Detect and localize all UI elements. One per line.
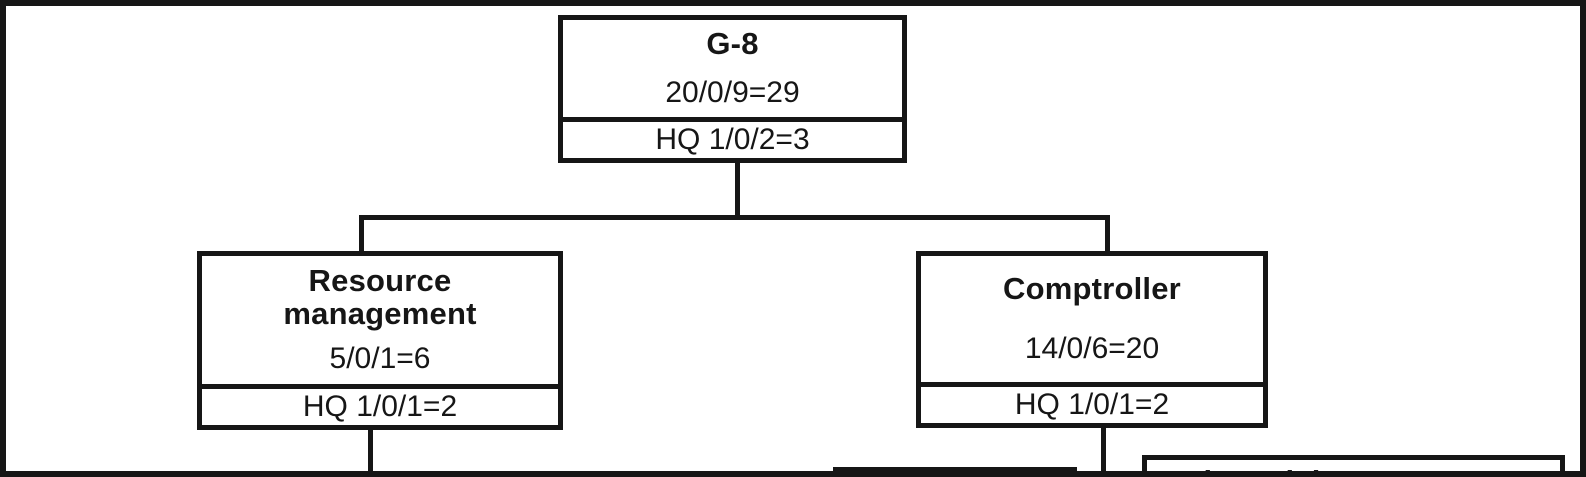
connector-to-resource-management (359, 215, 364, 251)
node-g8: G-8 20/0/9=29 HQ 1/0/2=3 (558, 15, 907, 163)
node-g8-strength: 20/0/9=29 (665, 76, 800, 110)
connector-below-resource-management (368, 428, 373, 477)
node-resource-management-strength: 5/0/1=6 (329, 342, 431, 376)
connector-g8-down (735, 163, 740, 219)
node-g8-hq-row: HQ 1/0/2=3 (563, 117, 902, 158)
connector-below-comptroller (1101, 426, 1106, 477)
node-comptroller-title: Comptroller (1003, 271, 1181, 307)
node-resource-management-body: Resource management 5/0/1=6 (202, 256, 558, 384)
node-comptroller-strength: 14/0/6=20 (1024, 331, 1160, 365)
node-comptroller: Comptroller 14/0/6=20 HQ 1/0/1=2 (916, 251, 1268, 428)
node-resource-management-title: Resource management (283, 262, 477, 331)
node-resource-management: Resource management 5/0/1=6 HQ 1/0/1=2 (197, 251, 563, 430)
node-unlabeled-partial (833, 467, 1077, 477)
node-comptroller-body: Comptroller 14/0/6=20 (921, 256, 1263, 382)
node-financial-management: Financial management (1142, 455, 1565, 477)
node-g8-body: G-8 20/0/9=29 (563, 20, 902, 117)
node-comptroller-hq-row: HQ 1/0/1=2 (921, 382, 1263, 423)
node-financial-management-body: Financial management (1147, 460, 1560, 477)
node-financial-management-title: Financial management (1184, 465, 1522, 477)
connector-level1-horizontal (359, 215, 1110, 220)
connector-to-comptroller (1105, 215, 1110, 251)
node-resource-management-hq-row: HQ 1/0/1=2 (202, 384, 558, 425)
node-g8-title: G-8 (706, 25, 759, 61)
